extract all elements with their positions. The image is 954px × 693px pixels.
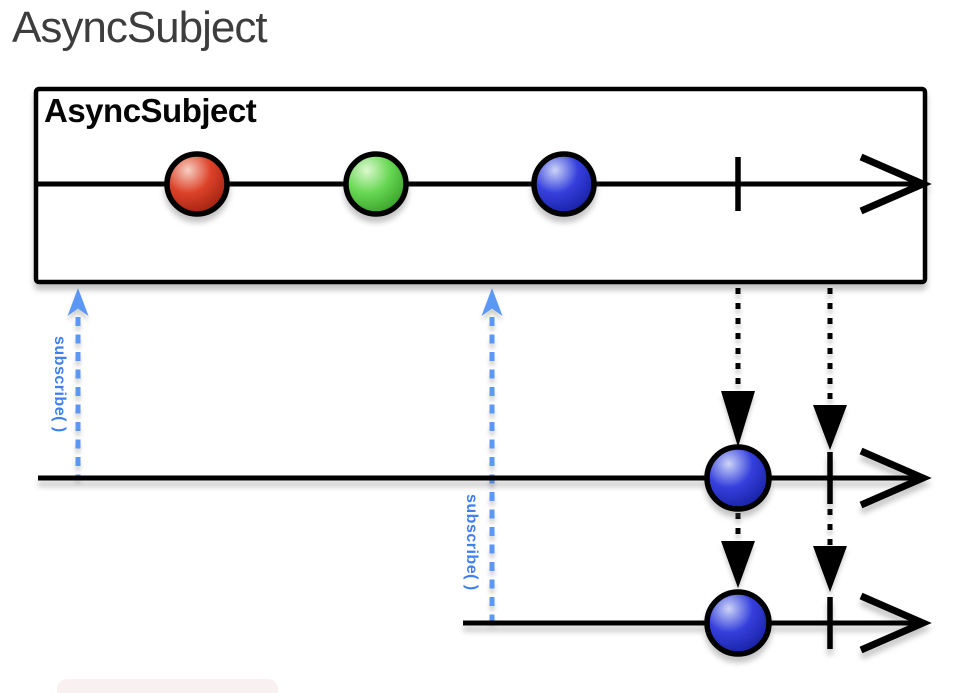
subscribe-label-1: subscribe( ) [51, 336, 68, 433]
subscriber1-arrowhead [859, 447, 932, 509]
emit-arrowhead-value-sub1 [721, 391, 755, 447]
page-title: AsyncSubject [12, 3, 268, 52]
subscriber2-arrowhead [859, 592, 932, 654]
marble-green [343, 151, 409, 217]
subscribe-arrowhead-1 [67, 288, 89, 316]
source-timeline-arrowhead [859, 153, 932, 215]
subscriber1-marble-blue [704, 444, 772, 512]
emit-arrowhead-complete-sub1 [813, 405, 847, 450]
subscribe-label-2: subscribe( ) [463, 494, 480, 591]
subscriber2-marble-blue [704, 589, 772, 657]
marble-red [164, 151, 230, 217]
emit-arrowhead-value-sub2 [721, 541, 755, 588]
marble-blue [531, 151, 597, 217]
async-subject-box-label: AsyncSubject [44, 92, 257, 129]
subscribe-arrowhead-2 [481, 288, 503, 316]
code-block-top [57, 679, 278, 693]
emit-arrowhead-complete-sub2 [813, 546, 847, 592]
